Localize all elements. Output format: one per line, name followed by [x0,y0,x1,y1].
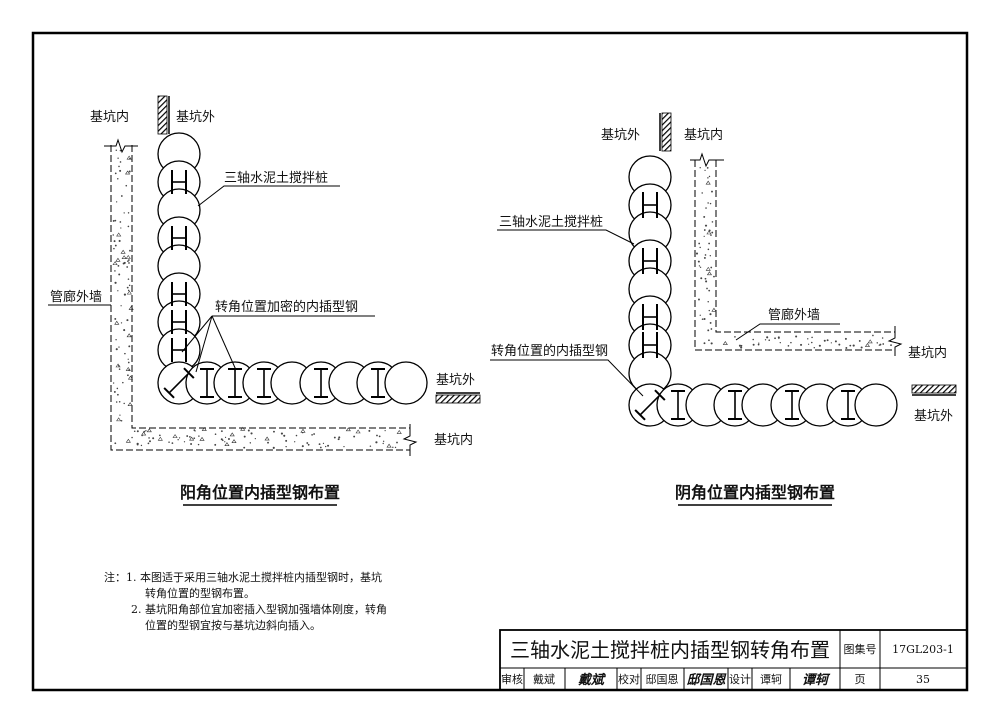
right-label-pit-outside: 基坑外 [601,128,640,143]
title-block-designer-signature: 谭轲 [802,672,831,688]
steel-i-beam [728,390,742,420]
left-label-pit-inside-right: 基坑内 [434,432,473,448]
right-label-pit-inside: 基坑内 [684,127,723,143]
left-leader-corner-steel [181,315,375,373]
right-leader-corner-steel [490,359,644,397]
left-soil-hatch-top [157,95,168,135]
steel-i-beam [841,390,855,420]
left-label-gallery-wall: 管廊外墙 [50,289,102,305]
right-leader-gallery-wall [735,323,840,341]
steel-i-beam [257,368,271,398]
left-label-mixing-pile: 三轴水泥土搅拌桩 [224,170,328,186]
steel-i-beam [785,390,799,420]
right-pile-row [628,155,898,427]
note-line-2: 转角位置的型钢布置。 [145,586,255,600]
steel-i-beam [371,368,385,398]
note-line-1: 注：1. 本图适于采用三轴水泥土搅拌桩内插型钢时，基坑 [104,570,382,584]
right-soil-hatch-right [911,384,957,394]
left-wall-concrete-speckle [112,149,402,449]
corner-steel-i-beam [163,367,195,399]
title-block-page-label: 页 [855,673,866,686]
corner-steel-i-beam [634,389,666,421]
steel-i-beam [171,310,187,334]
steel-i-beam [642,248,658,274]
left-leader-mixing-pile [197,185,340,207]
left-label-corner-steel: 转角位置加密的内插型钢 [215,299,358,315]
right-label-gallery-wall: 管廊外墙 [768,307,820,323]
title-block-reviewer-signature: 戴斌 [578,672,606,688]
right-caption: 阴角位置内插型钢布置 [675,483,835,502]
left-diagram: 基坑内 基坑外 三轴水泥土搅拌桩 转角位置加密的内插型钢 管廊外墙 基坑外 基坑… [48,95,481,506]
title-block-title: 三轴水泥土搅拌桩内插型钢转角布置 [510,638,830,662]
title-block-design-label: 设计 [729,673,751,686]
left-label-pit-outside-right: 基坑外 [436,373,475,388]
right-diagram: 基坑外 基坑内 三轴水泥土搅拌桩 管廊外墙 转角位置的内插型钢 基坑内 基坑外 … [490,112,957,506]
steel-i-beam [171,282,187,306]
pile-circle [854,383,898,427]
steel-i-beam [171,226,187,250]
title-block-page-no: 35 [916,673,930,686]
title-block [499,629,968,691]
left-label-pit-inside: 基坑内 [90,109,129,125]
right-wall-concrete-speckle [695,166,892,349]
steel-i-beam [642,332,658,358]
right-break-mark-top [690,152,724,168]
left-caption: 阳角位置内插型钢布置 [180,483,340,502]
right-label-corner-steel: 转角位置的内插型钢 [491,343,608,359]
title-block-reviewer: 戴斌 [533,672,555,686]
title-block-check-label: 校对 [618,672,640,686]
title-block-checker-signature: 邸国恩 [686,672,727,688]
right-break-mark-right [887,326,903,356]
left-soil-hatch-right [435,394,481,404]
steel-i-beam [671,390,685,420]
steel-i-beam [200,368,214,398]
left-gallery-wall [110,145,410,451]
steel-i-beam [314,368,328,398]
steel-i-beam [171,170,187,194]
pile-circle [384,361,428,405]
right-label-pit-outside-right: 基坑外 [914,409,953,424]
left-break-mark-top [104,138,138,154]
right-gallery-wall [694,160,895,351]
right-leader-mixing-pile [497,229,635,245]
right-label-pit-inside-right: 基坑内 [908,345,947,361]
steel-i-beam [228,368,242,398]
title-block-designer: 谭轲 [760,673,782,686]
left-label-pit-outside: 基坑外 [176,110,215,125]
note-line-3: 2. 基坑阳角部位宜加密插入型钢加强墙体刚度，转角 [131,602,387,616]
steel-i-beam [642,192,658,218]
title-block-review-label: 审核 [501,672,523,686]
note-line-4: 位置的型钢宜按与基坑边斜向插入。 [145,618,321,632]
steel-i-beam [642,304,658,330]
left-pile-row [157,132,428,405]
title-block-checker: 邸国恩 [646,673,679,686]
right-label-mixing-pile: 三轴水泥土搅拌桩 [499,214,603,230]
right-soil-hatch-top [661,112,672,152]
title-block-atlas-label: 图集号 [844,642,877,656]
title-block-atlas-no: 17GL203-1 [892,643,954,656]
notes: 注：1. 本图适于采用三轴水泥土搅拌桩内插型钢时，基坑 转角位置的型钢布置。 2… [104,570,387,632]
left-break-mark-right [402,424,418,456]
